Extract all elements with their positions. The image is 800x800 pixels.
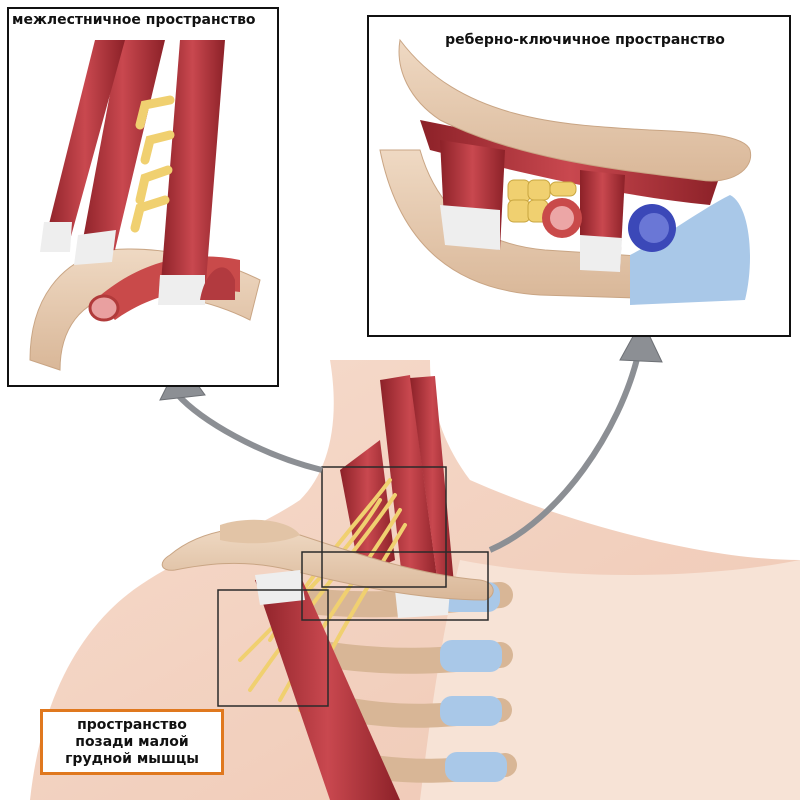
acromion bbox=[220, 519, 300, 544]
arrows bbox=[159, 318, 663, 553]
costal-cartilages bbox=[440, 582, 507, 782]
middle-scalene bbox=[160, 40, 225, 295]
costal-cartilage-right bbox=[630, 195, 750, 305]
chest-wall bbox=[420, 560, 800, 800]
clavicle-right bbox=[398, 38, 752, 182]
inset-interscalene bbox=[7, 7, 279, 387]
box-subpectoral-zone bbox=[217, 589, 329, 707]
nerve-roots bbox=[130, 95, 175, 233]
caption-costoclavicular: реберно-ключичное пространство bbox=[445, 32, 725, 48]
caption-subpectoral: пространство позади малой грудной мышцы bbox=[65, 716, 199, 767]
artery-lumen bbox=[88, 294, 120, 322]
body-illustration bbox=[30, 360, 800, 800]
scalene-muscles-main bbox=[340, 375, 455, 618]
scalene-left-edge bbox=[45, 40, 125, 240]
pleura bbox=[200, 267, 235, 300]
anterior-scalene bbox=[80, 40, 165, 255]
inset-costoclavicular bbox=[367, 15, 791, 337]
label-box-subpectoral: пространство позади малой грудной мышцы bbox=[40, 709, 224, 775]
box-costoclavicular-zone bbox=[301, 551, 489, 621]
arrow-to-costoclavicular bbox=[488, 354, 641, 553]
caption-interscalene: межлестничное пространство bbox=[12, 12, 256, 28]
box-interscalene-zone bbox=[321, 466, 447, 588]
arrow-head-right bbox=[619, 318, 663, 363]
arrow-to-interscalene bbox=[175, 392, 323, 473]
